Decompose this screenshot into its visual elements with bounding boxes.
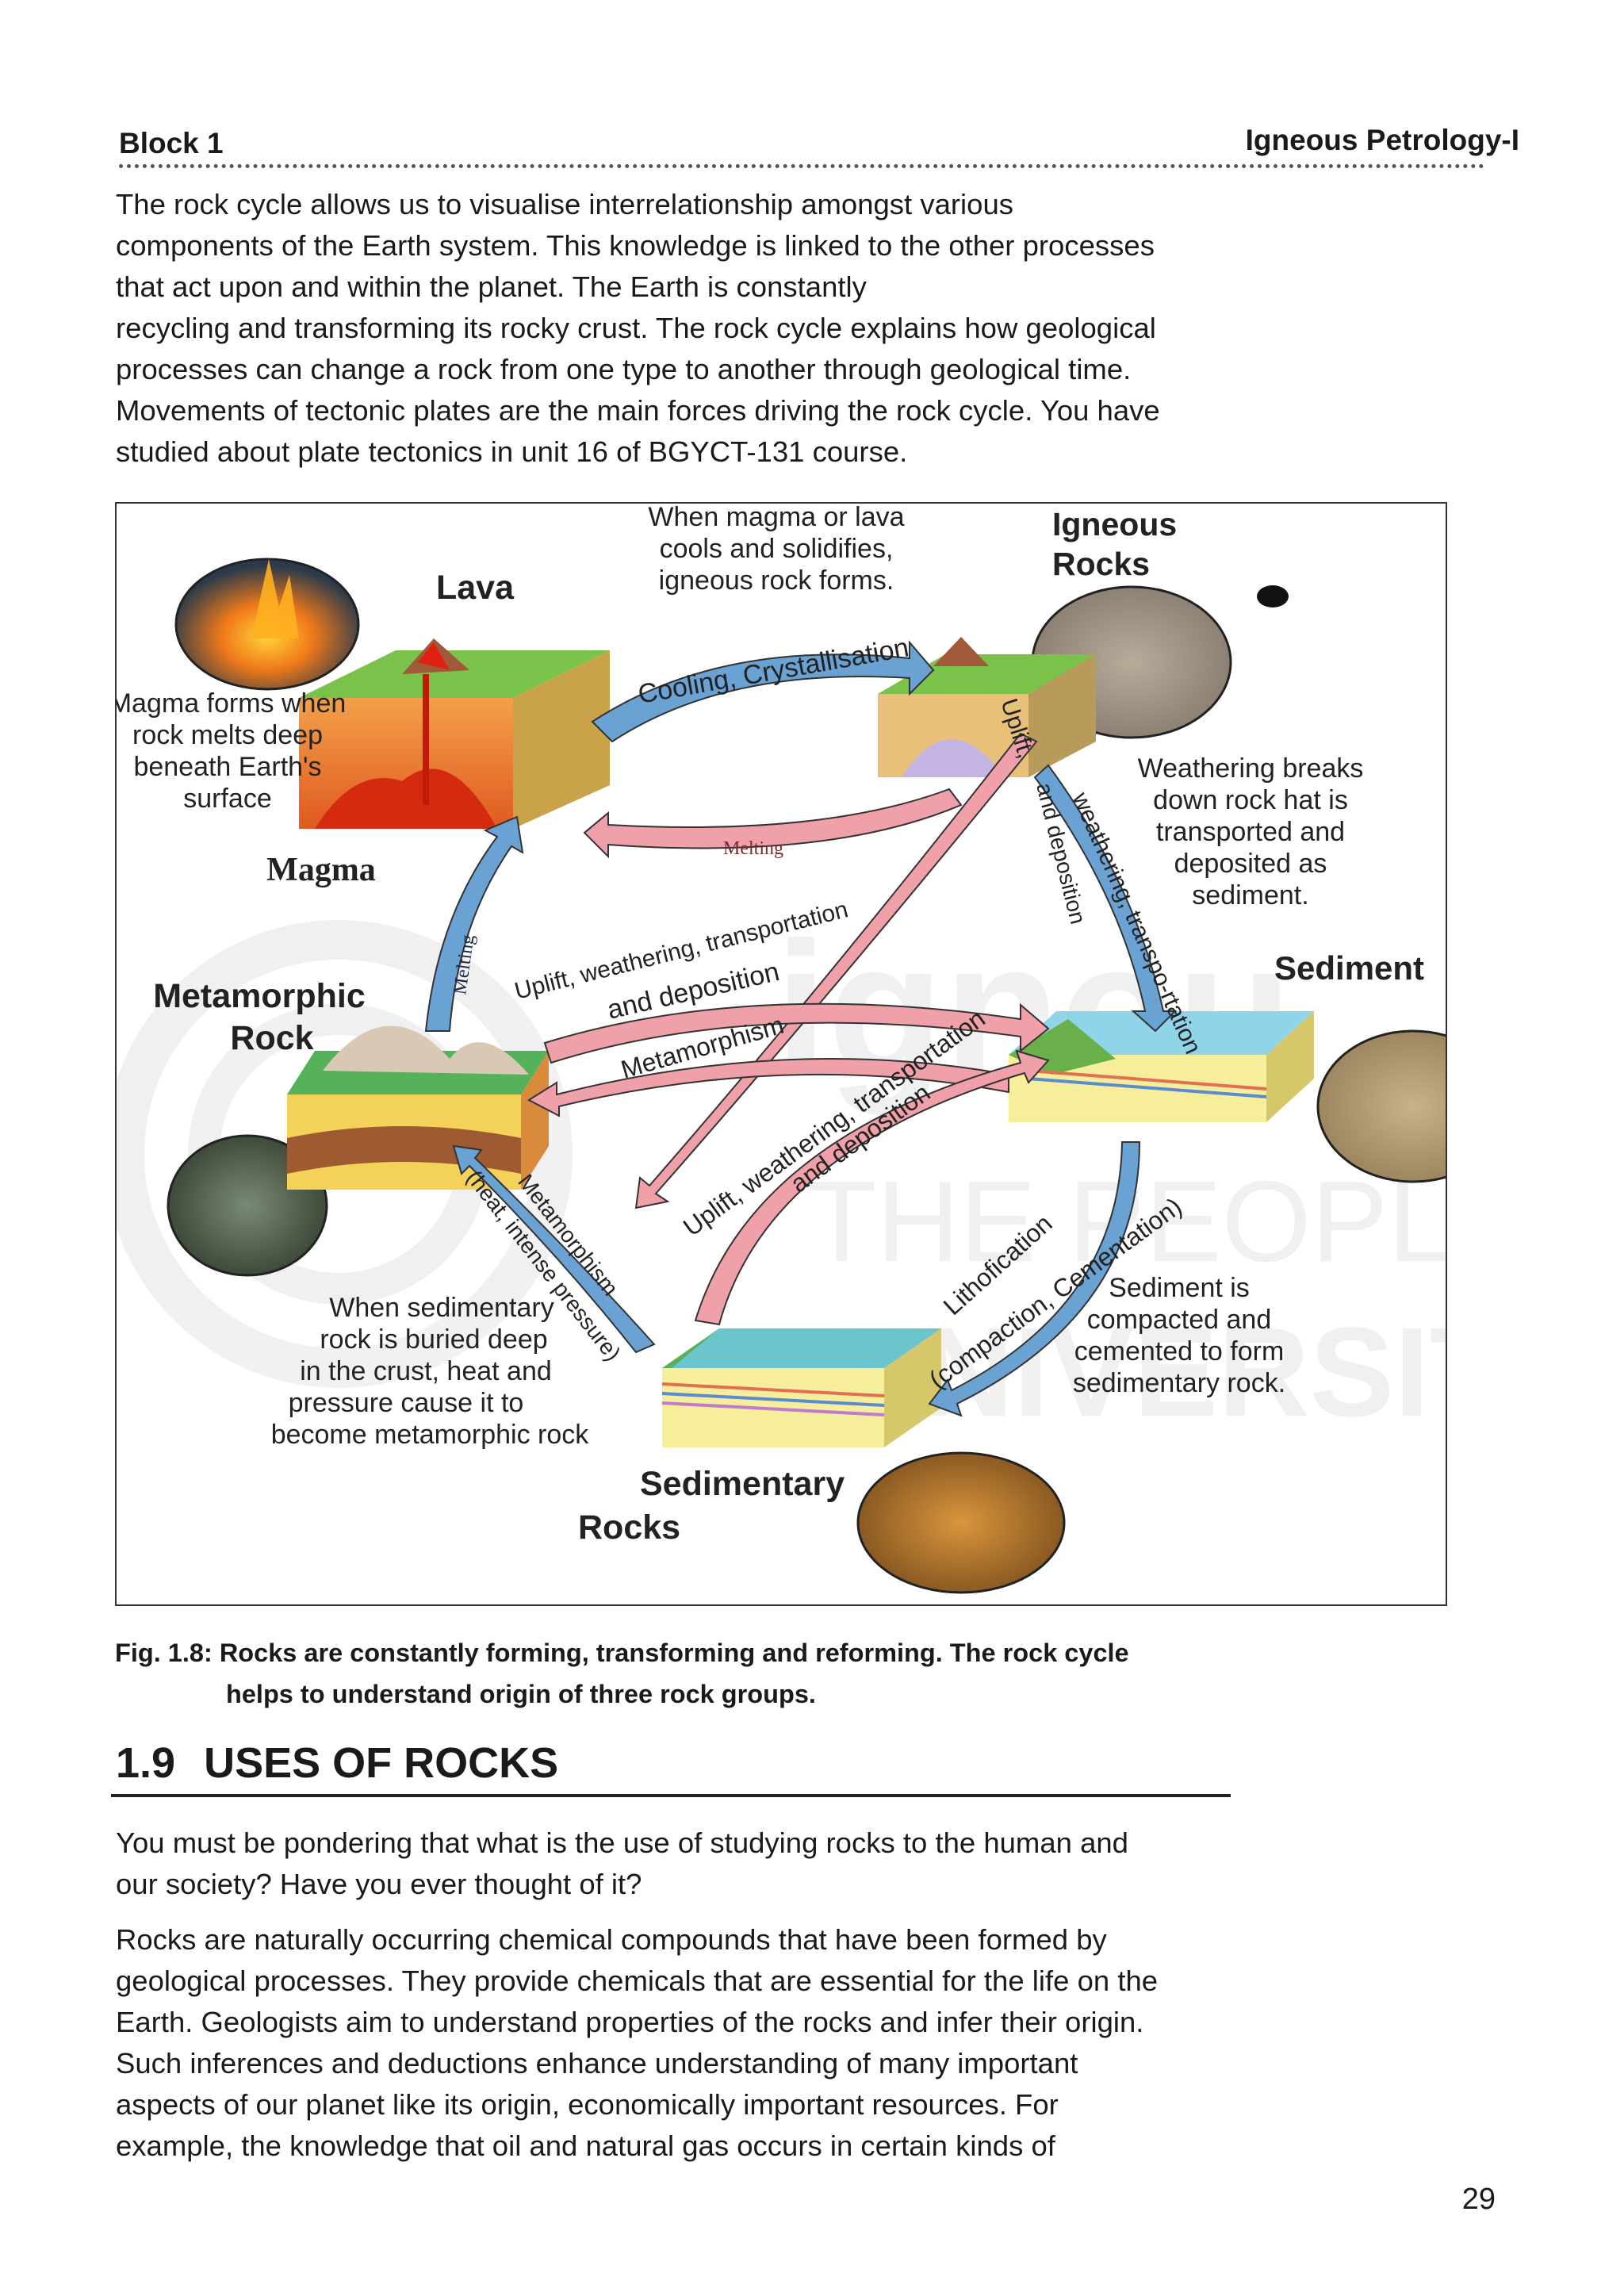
arrow-cooling [591,640,935,743]
arrow-melting-top [583,788,963,859]
rock-cycle-diagram: ignou THE PEOPLE'S UNIVERSITY [117,504,1446,1594]
igneous-block [878,637,1096,777]
arrow-weathering [1033,764,1178,1033]
sedimentary-label-line2: Rocks [578,1508,680,1547]
sediment-block [1009,1011,1314,1122]
section-title: USES OF ROCKS [204,1739,559,1787]
intro-line: Movements of tectonic plates are the mai… [116,394,1160,427]
block-label: Block 1 [119,127,224,159]
intro-line: components of the Earth system. This kno… [116,229,1155,262]
sedimentary-label-line1: Sedimentary [640,1465,845,1503]
lava-label: Lava [436,569,515,607]
para2-line: our society? Have you ever thought of it… [116,1868,642,1900]
para2-line: You must be pondering that what is the u… [116,1826,1128,1859]
para3-line: aspects of our planet like its origin, e… [116,2088,1059,2121]
arrow-metamorphism-diagonal [452,1144,656,1354]
arrow-lithification [928,1141,1141,1417]
rocks-paragraph: Rocks are naturally occurring chemical c… [116,1919,1242,2167]
magma-note-line: beneath Earth's [133,752,321,782]
magma-note-line: rock melts deep [132,720,323,750]
intro-line: The rock cycle allows us to visualise in… [116,188,1013,220]
buried-note-line: in the crust, heat and [300,1356,552,1386]
magma-block [299,638,610,829]
para3-line: Earth. Geologists aim to understand prop… [116,2006,1144,2038]
page-number: 29 [1461,2183,1496,2216]
question-paragraph: You must be pondering that what is the u… [116,1823,1242,1905]
para3-line: example, the knowledge that oil and natu… [116,2129,1055,2162]
arrow-uplift-right [634,732,1038,1209]
sediment-photo [1316,1029,1446,1183]
sedimentary-block [661,1328,941,1447]
sediment-label: Sediment [1274,949,1424,987]
sediment-note-line: cemented to form [1074,1336,1285,1366]
para3-line: Such inferences and deductions enhance u… [116,2047,1078,2079]
caption-line1: Fig. 1.8: Rocks are constantly forming, … [115,1639,1129,1667]
top-note-line: igneous rock forms. [659,565,894,596]
magma-note-line: surface [183,784,272,814]
section-heading: 1.9 USES OF ROCKS [116,1738,558,1788]
melting-top-label: Melting [723,838,783,859]
sediment-note-line: sedimentary rock. [1073,1368,1285,1398]
magma-note-line: Magma forms when [117,688,346,719]
course-title: Igneous Petrology-I [1245,124,1519,156]
header-divider [119,164,1484,168]
section-underline [111,1794,1231,1797]
igneous-label-line1: Igneous [1052,506,1177,542]
para3-line: Rocks are naturally occurring chemical c… [116,1923,1107,1956]
top-note-line: cools and solidifies, [660,534,894,564]
arrow-melting-left [424,815,524,1032]
section-number: 1.9 [116,1739,176,1787]
buried-note-line: pressure cause it to [289,1388,524,1418]
intro-line: that act upon and within the planet. The… [116,270,867,303]
sediment-note-line: Sediment is [1109,1273,1250,1303]
weathering-note-line: deposited as [1174,849,1327,879]
weathering-note-line: sediment. [1192,880,1308,910]
buried-note-line: When sedimentary [329,1293,553,1323]
intro-line: processes can change a rock from one typ… [116,353,1132,385]
weathering-note-line: down rock hat is [1153,785,1348,815]
igneous-label-line2: Rocks [1052,546,1150,582]
caption-line2: helps to understand origin of three rock… [226,1680,816,1708]
weathering-note-line: transported and [1156,817,1345,847]
metamorphic-label-line2: Rock [230,1019,313,1057]
intro-paragraph: The rock cycle allows us to visualise in… [116,184,1242,473]
arrow-uplift-upper [543,1002,1050,1064]
figure-caption: Fig. 1.8: Rocks are constantly forming, … [115,1632,1129,1715]
top-note-line: When magma or lava [648,504,904,532]
metamorphic-block [287,1025,549,1190]
metamorphic-label-line1: Metamorphic [153,977,366,1015]
igneous-specimen [1257,585,1289,608]
rock-cycle-figure: ignou THE PEOPLE'S UNIVERSITY [115,502,1447,1606]
intro-line: recycling and transforming its rocky cru… [116,312,1156,344]
sediment-note-line: compacted and [1087,1305,1272,1335]
magma-label: Magma [266,852,376,888]
arrow-uplift-lower [694,1049,1050,1326]
weathering-note-line: Weathering breaks [1138,753,1364,784]
buried-note-line: become metamorphic rock [271,1420,590,1450]
arrow-metamorphism-mid [527,1058,1009,1117]
sedimentary-rock-photo [856,1451,1066,1594]
buried-note-line: rock is buried deep [320,1324,547,1355]
intro-line: studied about plate tectonics in unit 16… [116,435,908,468]
para3-line: geological processes. They provide chemi… [116,1964,1159,1997]
